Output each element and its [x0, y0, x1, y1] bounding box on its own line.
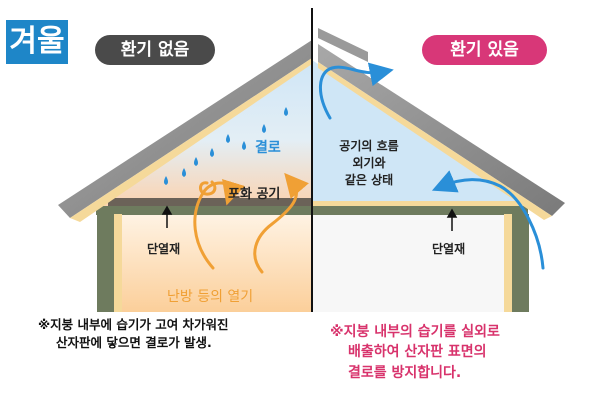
water-drop-icon — [194, 157, 198, 166]
right-note-line-2: 배출하여 산자판 표면의 — [348, 344, 487, 361]
left-insulation-label: 단열재 — [147, 242, 181, 256]
heat-arrow-icon — [199, 180, 217, 196]
right-insulation-label: 단열재 — [432, 242, 466, 256]
left-roof — [58, 40, 312, 218]
left-roof-sheathing — [70, 58, 312, 222]
airflow-arrow-icon — [431, 170, 545, 270]
heat-label: 난방 등의 열기 — [167, 289, 254, 305]
airflow-line-2: 외기와 — [352, 156, 386, 170]
water-drop-icon — [226, 134, 230, 143]
saturated-air-label: 포화 공기 — [228, 187, 281, 202]
airflow-line-3: 같은 상태 — [344, 173, 394, 187]
airflow-arrow-icon — [318, 62, 394, 120]
left-insulation — [108, 198, 312, 206]
right-wall — [512, 214, 529, 312]
airflow — [318, 62, 545, 270]
right-insulation — [312, 201, 530, 208]
water-drop-icon — [242, 141, 246, 150]
left-wall — [97, 214, 114, 312]
left-note-line-2: 산자판에 닿으면 결로가 발생. — [56, 335, 212, 351]
condensation-drops — [164, 107, 288, 185]
water-drop-icon — [284, 107, 288, 116]
right-wall-insulation — [504, 214, 512, 312]
right-note-line-1: ※지붕 내부의 습기를 실외로 — [330, 324, 500, 340]
left-note-line-1: ※지붕 내부에 습기가 고여 차가워진 — [38, 317, 229, 332]
season-badge: 겨울 — [6, 20, 68, 64]
ventilation-note: ※지붕 내부의 습기를 실외로 배출하여 산자판 표면의 결로를 방지합니다. — [330, 322, 580, 383]
right-roof-main — [318, 44, 565, 216]
water-drop-icon — [210, 148, 214, 157]
no-ventilation-pill: 환기 없음 — [95, 35, 215, 65]
left-wall-insulation — [114, 214, 122, 312]
right-roof-sheathing — [318, 62, 552, 220]
no-ventilation-note: ※지붕 내부에 습기가 고여 차가워진 산자판에 닿으면 결로가 발생. — [38, 316, 298, 352]
arrow-up-icon — [446, 208, 458, 231]
water-drop-icon — [182, 168, 186, 177]
left-room — [120, 214, 312, 312]
arrow-up-icon — [161, 205, 173, 228]
right-room — [312, 214, 508, 312]
heat-flow — [193, 172, 309, 274]
ventilation-pill: 환기 있음 — [422, 35, 547, 65]
airflow-caption: 공기의 흐름 외기와 같은 상태 — [327, 138, 411, 189]
right-roof — [318, 28, 368, 62]
airflow-line-1: 공기의 흐름 — [339, 139, 399, 153]
heat-arrow-icon — [253, 172, 309, 274]
insulation-markers — [161, 205, 458, 231]
water-drop-icon — [262, 124, 266, 133]
condensation-label: 결로 — [255, 140, 281, 156]
right-note-line-3: 결로를 방지합니다. — [348, 364, 462, 381]
water-drop-icon — [164, 176, 168, 185]
